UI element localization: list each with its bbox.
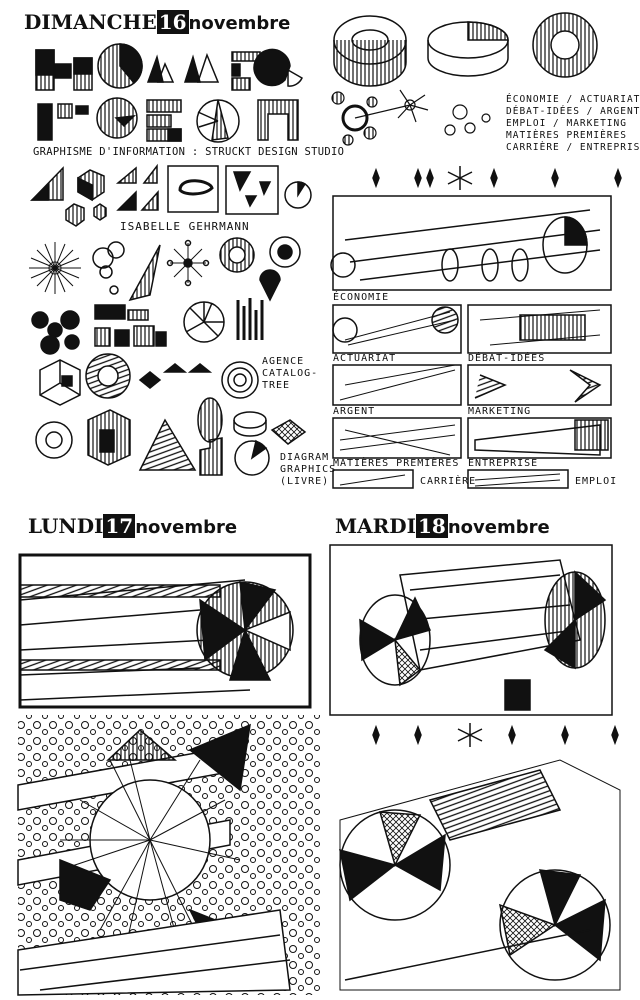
monday-date: 17 (103, 514, 136, 538)
sunday-date: 16 (156, 10, 189, 34)
sketch-lundi-cylinders (18, 553, 312, 709)
panel-label-debat-idees: DÉBAT-IDÉES (468, 353, 546, 364)
topics-line: ÉCONOMIE / ACTUARIAT (506, 94, 640, 105)
heading-information-design: GRAPHISME D'INFORMATION : STRUCKT DESIGN… (33, 146, 345, 158)
sketch-diamond-row-bottom (372, 723, 619, 747)
monday-day: LUNDI (28, 514, 104, 538)
chart-letters-row2 (37, 97, 299, 143)
sketch-cylinder-box (330, 195, 612, 291)
book-label: DIAGRAM GRAPHICS (LIVRE) (280, 452, 336, 488)
sketch-dot-ring (166, 239, 210, 287)
topics-line: MATIÈRES PREMIÈRES (506, 130, 627, 141)
agency-label: AGENCE CATALOG- TREE (262, 356, 318, 392)
tuesday-date: 18 (415, 514, 448, 538)
topics-line: EMPLOI / MARKETING (506, 118, 627, 129)
panel-label-economie: ÉCONOMIE (333, 292, 390, 303)
sketch-rings (219, 236, 301, 302)
panel-label-entreprise: ENTREPRISE (468, 458, 539, 469)
panel-label-matieres-premieres: MATIÈRES PREMIÈRES (333, 458, 460, 469)
sketch-3d-pies (333, 12, 598, 87)
agency-line: AGENCE (262, 356, 305, 367)
topics-list: ÉCONOMIE / ACTUARIAT DÉBAT-IDÉES / ARGEN… (506, 94, 640, 154)
panel-label-carriere: CARRIÈRE (420, 476, 477, 487)
book-line: GRAPHICS (280, 464, 337, 475)
sunday-month: novembre (188, 13, 291, 34)
monday-month: novembre (135, 517, 238, 538)
sketch-mardi-cylinders (329, 544, 613, 716)
panel-label-actuariat: ACTUARIAT (333, 353, 397, 364)
sketch-isometric-row (30, 163, 312, 227)
agency-line: TREE (262, 380, 291, 391)
tuesday-day: MARDI (335, 514, 416, 538)
sketch-mardi-pies (339, 759, 621, 991)
panel-label-marketing: MARKETING (468, 406, 532, 417)
agency-line: CATALOG- (262, 368, 319, 379)
tuesday-month: novembre (447, 517, 550, 538)
book-line: (LIVRE) (280, 476, 330, 487)
sketch-network (331, 89, 491, 146)
topics-line: CARRIÈRE / ENTREPRISE (506, 142, 640, 153)
chart-letters-row1 (35, 43, 303, 91)
sketch-lundi-burst (17, 715, 320, 996)
sketch-hexagon-donut (39, 353, 259, 406)
panel-label-emploi: EMPLOI (575, 476, 618, 487)
sketch-diamond-row-top (372, 166, 622, 190)
topics-line: DÉBAT-IDÉES / ARGENT (506, 106, 640, 117)
panel-label-argent: ARGENT (333, 406, 376, 417)
sketch-bottom-row (35, 397, 307, 476)
burst-rays (59, 759, 241, 951)
sketch-blobs (31, 298, 264, 355)
sketch-topic-panels (332, 304, 612, 489)
artist-name: ISABELLE GEHRMANN (120, 220, 250, 233)
sunday-day: DIMANCHE (24, 10, 157, 34)
sketch-starburst (29, 242, 81, 294)
book-line: DIAGRAM (280, 452, 330, 463)
sketch-circles (92, 241, 161, 302)
